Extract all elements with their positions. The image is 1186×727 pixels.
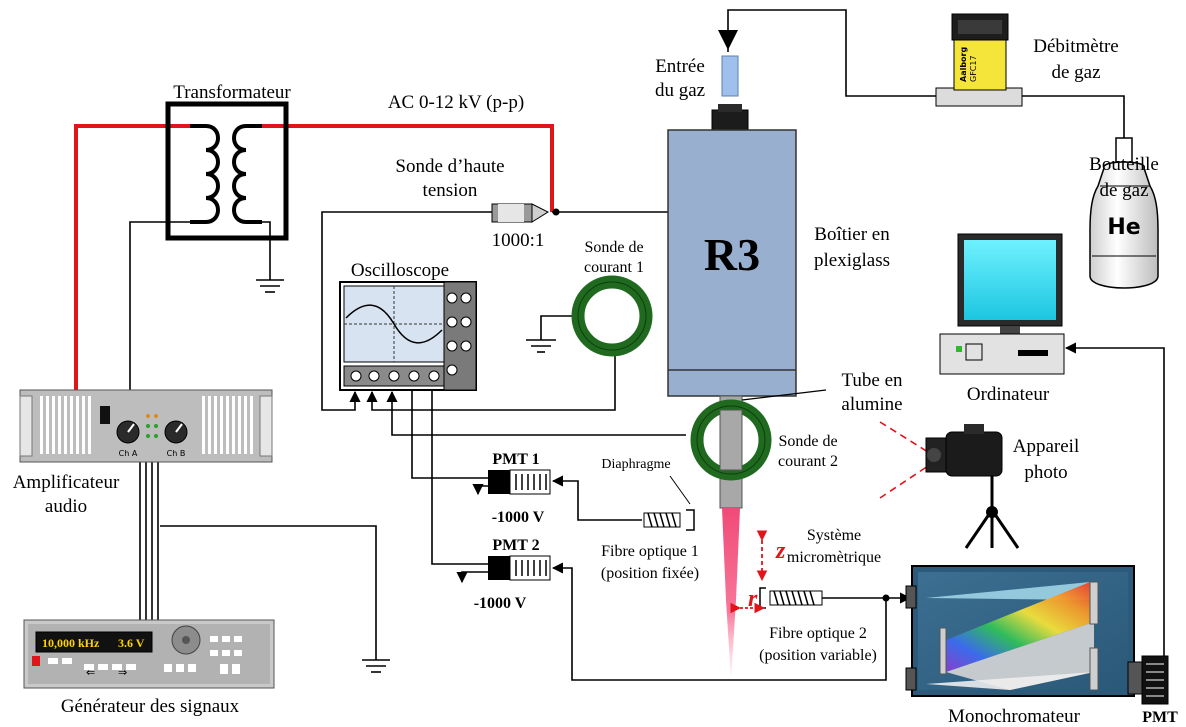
micrometric-label-1: Système (807, 527, 861, 544)
probe-ratio-label: 1000:1 (492, 230, 545, 251)
monochromator: Monochromateur (905, 565, 1135, 727)
pmt2-voltage: -1000 V (474, 595, 527, 612)
fiber-1: Diaphragme Fibre optique 1 (position fix… (601, 457, 699, 582)
camera-label-1: Appareil (1013, 436, 1079, 457)
camera-label-2: photo (1024, 462, 1067, 483)
amp-ch-b: Ch B (167, 449, 186, 458)
flowmeter-label-2: de gaz (1051, 62, 1100, 83)
oscilloscope: Oscilloscope (339, 260, 477, 391)
enclosure-label-2: plexiglass (814, 250, 890, 271)
current-probe-1-label-2: courant 1 (584, 259, 644, 276)
flowmeter-model: GFC17 (969, 55, 978, 82)
flowmeter-brand: Aalborg (959, 47, 968, 83)
diaphragm (686, 509, 695, 531)
svg-text:⇐: ⇐ (86, 666, 95, 679)
pmt1-label: PMT 1 (492, 451, 539, 468)
amp-ch-a: Ch A (119, 449, 138, 458)
fiber2-label-1: Fibre optique 2 (769, 625, 867, 642)
flowmeter: Aalborg GFC17 Débitmètre de gaz (935, 13, 1119, 107)
current-probe-2-label-2: courant 2 (778, 453, 838, 470)
pmt1-voltage: -1000 V (492, 509, 545, 526)
monochromator-label: Monochromateur (948, 706, 1081, 727)
computer-label: Ordinateur (967, 384, 1050, 405)
alumina-label-2: alumine (841, 394, 902, 415)
micrometric-label-2: micromètrique (787, 549, 881, 566)
ac-voltage-label: AC 0-12 kV (p-p) (388, 92, 524, 113)
gas-inlet-label-1: Entrée (655, 56, 705, 77)
generator-volt: 3.6 V (118, 636, 145, 650)
bottle-label-2: de gaz (1099, 180, 1148, 201)
hv-probe-label-1: Sonde d’haute (395, 156, 504, 177)
current-probe-1: Sonde de courant 1 (571, 239, 653, 357)
pmt-2: PMT 2 -1000 V (474, 537, 551, 612)
reactor-box (667, 129, 797, 397)
fiber1-label-2: (position fixée) (601, 565, 699, 582)
pmt2-label: PMT 2 (492, 537, 539, 554)
current-probe-1-label-1: Sonde de (584, 239, 643, 256)
gas-inlet-label-2: du gaz (655, 80, 705, 101)
amplifier-label-2: audio (45, 496, 87, 517)
reactor: R3 Entrée du gaz Boîtier en plexiglass (655, 55, 890, 397)
plasma-jet (722, 508, 740, 680)
axis-r: r (748, 586, 758, 612)
current-probe-2: Sonde de courant 2 (690, 399, 838, 481)
pmt-label: PMT (1142, 709, 1178, 726)
hv-wire-primary (74, 124, 190, 390)
transformer: Transformateur (165, 82, 291, 241)
wiring (74, 9, 1165, 681)
generator-freq: 10,000 kHz (42, 636, 100, 650)
hv-wire-secondary (262, 124, 554, 212)
fiber1-label-1: Fibre optique 1 (601, 543, 699, 560)
alumina-label-1: Tube en (841, 370, 903, 391)
generator-label: Générateur des signaux (61, 696, 240, 717)
axis-z: z (775, 538, 786, 564)
gas-bottle: He Bouteille de gaz (1089, 137, 1159, 289)
flowmeter-label-1: Débitmètre (1033, 36, 1118, 57)
computer: Ordinateur (939, 233, 1065, 405)
enclosure-label-1: Boîtier en (814, 224, 890, 245)
hv-probe-label-2: tension (423, 180, 478, 201)
bottle-gas-label: He (1107, 215, 1140, 240)
diaphragm-label: Diaphragme (601, 457, 670, 472)
pmt-1: PMT 1 -1000 V (488, 451, 551, 526)
reactor-label: R3 (704, 229, 760, 280)
monochromator-pmt: PMT (1127, 655, 1178, 726)
camera: Appareil photo (879, 421, 1079, 549)
fiber-2: z r Système micromètrique Fibre optique … (730, 527, 881, 664)
svg-text:⇒: ⇒ (118, 666, 127, 679)
amplifier-label-1: Amplificateur (13, 472, 120, 493)
signal-generator: 10,000 kHz 3.6 V ⇐ ⇒ Générateur des sign… (23, 619, 275, 717)
hv-probe: Sonde d’haute tension 1000:1 (395, 156, 550, 251)
oscilloscope-label: Oscilloscope (351, 260, 449, 281)
current-probe-2-label-1: Sonde de (778, 433, 837, 450)
bottle-label-1: Bouteille (1089, 154, 1159, 175)
audio-amplifier: Ch A Ch B Amplificateur audio (13, 389, 273, 517)
transformer-label: Transformateur (173, 82, 291, 103)
fiber2-label-2: (position variable) (759, 647, 877, 664)
